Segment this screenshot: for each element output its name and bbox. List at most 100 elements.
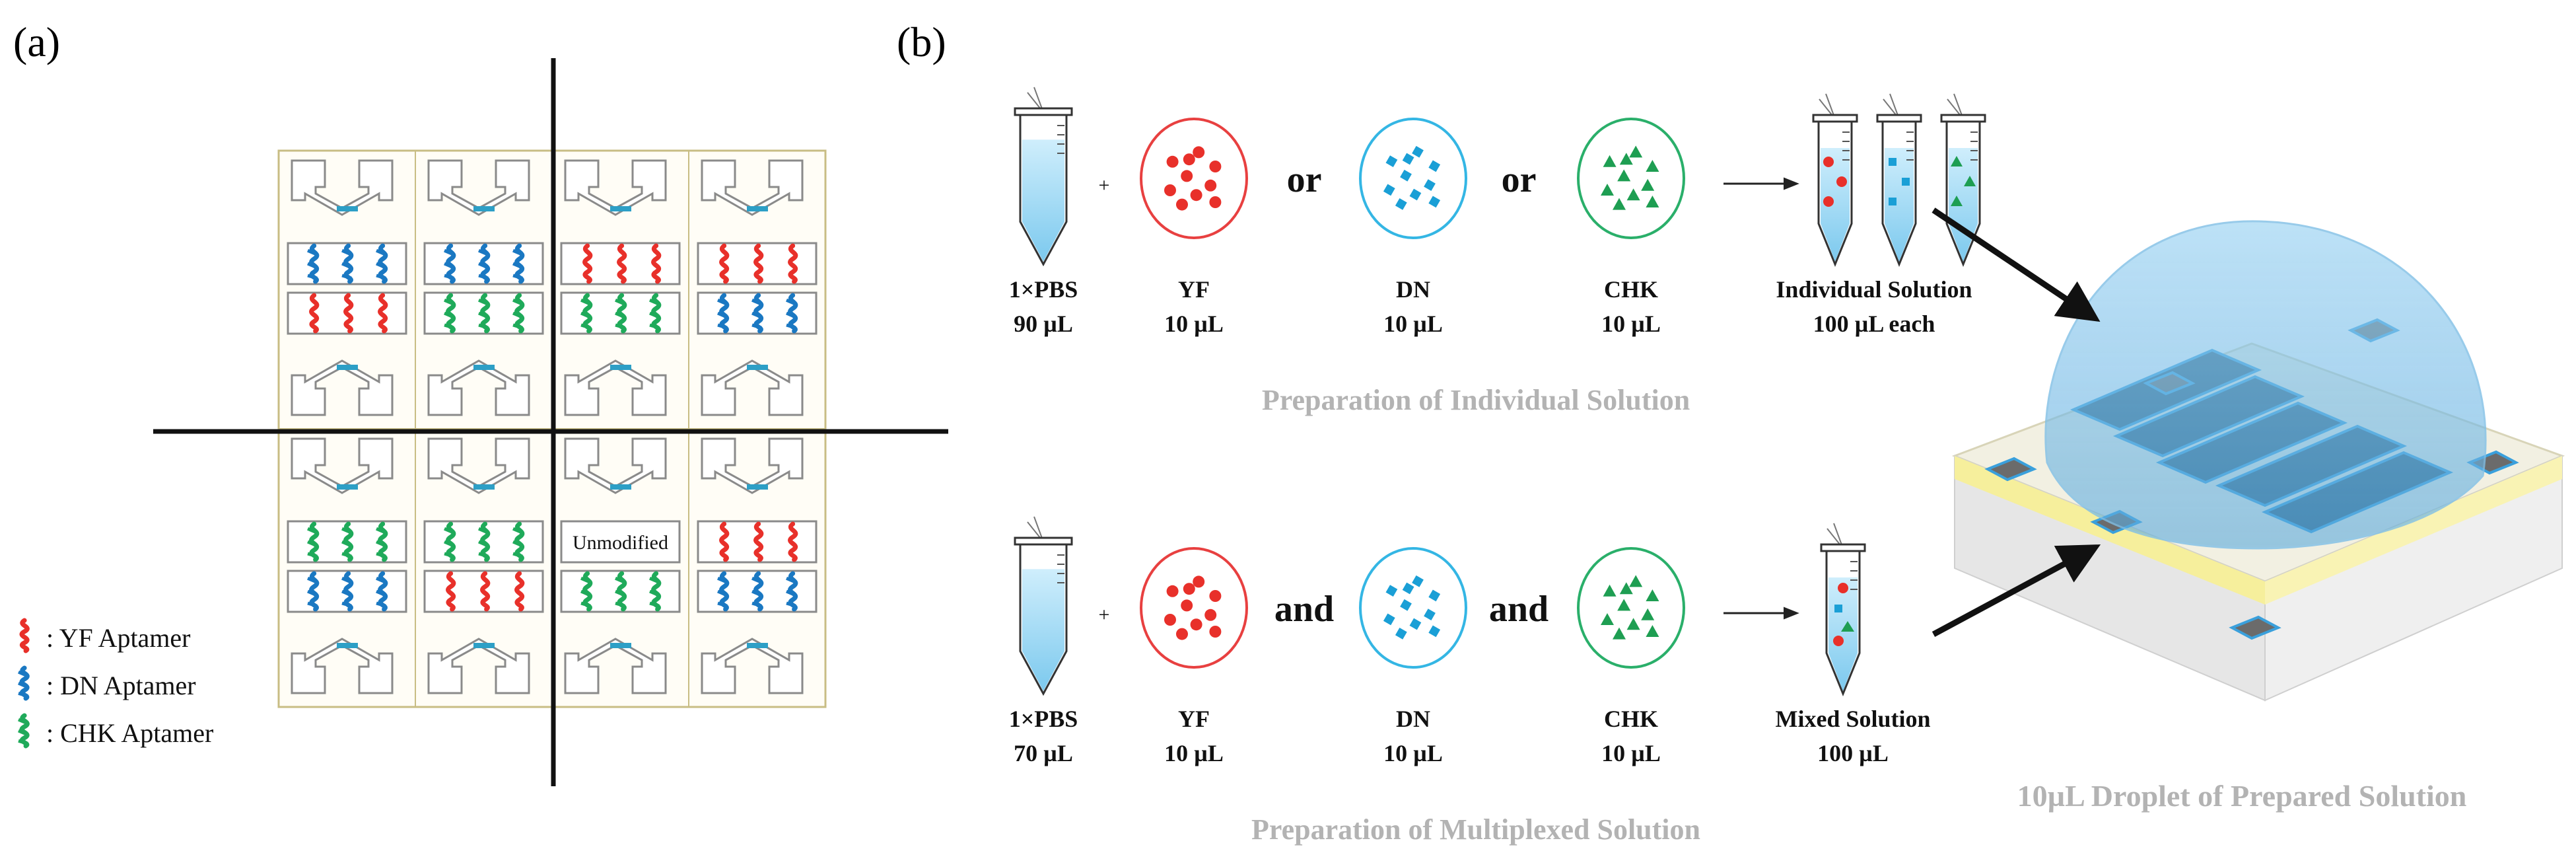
chk-aptamer-icon-strand: [512, 527, 523, 558]
electrode-top: [701, 437, 804, 494]
dn-aptamer-icon-strand: [717, 576, 728, 608]
chk-aptamer-icon-strand: [580, 576, 591, 608]
yf-aptamer-icon: [480, 571, 491, 612]
dn-volume: 10 µL: [1383, 740, 1443, 766]
chip-cell: [688, 428, 826, 708]
chk-volume: 10 µL: [1601, 740, 1661, 766]
electrode-top: [291, 159, 394, 216]
chk-particle: [1617, 599, 1631, 611]
yf-particle: [1823, 196, 1834, 207]
pbs-label: 1×PBS: [1009, 706, 1078, 732]
chk-particle: [1641, 608, 1655, 620]
arrow-individual-to-device: [1932, 207, 2101, 322]
electrode-bottom-channel: [610, 643, 631, 648]
yf-particle: [1833, 636, 1844, 646]
result-tube-rim: [1876, 114, 1922, 123]
dn-aptamer-icon-strand: [786, 576, 796, 608]
electrode-bottom: [701, 638, 804, 694]
chk-sample-circle: [1577, 118, 1685, 239]
chk-particle: [1646, 589, 1659, 601]
yf-particle: [1190, 618, 1202, 631]
dn-particle: [1834, 605, 1842, 612]
legend-label: : CHK Aptamer: [46, 718, 213, 748]
dn-sample-circle: [1359, 118, 1467, 239]
result-tube-liquid: [1821, 148, 1850, 262]
chk-aptamer-icon-strand: [18, 718, 28, 745]
aptamer-legend: : YF Aptamer : DN Aptamer : CHK Aptamer: [18, 618, 213, 749]
chk-aptamer-icon-strand: [512, 298, 523, 330]
chk-particle: [1613, 627, 1626, 640]
yf-particle: [1176, 198, 1188, 211]
electrode-top: [427, 159, 530, 216]
dn-aptamer-icon-strand: [376, 248, 386, 280]
yf-particle: [1204, 179, 1217, 192]
yf-particle: [1209, 626, 1222, 638]
pbs-tube-rim: [1014, 536, 1073, 546]
electrode-top-channel: [610, 206, 631, 211]
chk-sample-circle: [1577, 547, 1685, 669]
dn-aptamer-icon-strand: [444, 248, 454, 280]
electrode-top-channel: [747, 484, 768, 490]
chk-particle: [1603, 584, 1617, 597]
dn-aptamer-icon-strand: [512, 248, 523, 280]
chk-particle: [1626, 188, 1640, 201]
yf-particle: [1181, 599, 1193, 612]
dn-particle: [1889, 198, 1897, 205]
dn-particle: [1412, 145, 1424, 158]
legend-label: : YF Aptamer: [46, 623, 191, 653]
dn-aptamer-icon-strand: [786, 298, 796, 330]
chk-aptamer-icon-strand: [580, 298, 591, 330]
yf-particle: [1204, 609, 1217, 621]
electrode-bottom-channel: [337, 643, 358, 648]
chk-aptamer-icon-strand: [478, 298, 489, 330]
yf-aptamer-icon: [719, 243, 730, 284]
chk-particle: [1629, 575, 1643, 587]
dn-particle: [1383, 184, 1395, 196]
electrode-bottom: [427, 638, 530, 694]
chk-particle: [1951, 156, 1963, 166]
result-tube-liquid: [1885, 148, 1914, 262]
yf-aptamer-icon: [514, 571, 525, 612]
dn-aptamer-icon-strand: [751, 298, 762, 330]
plus-sign: +: [1099, 174, 1110, 196]
yf-particle: [1209, 161, 1222, 172]
dn-particle: [1428, 160, 1441, 172]
yf-particle: [1190, 189, 1202, 202]
yf-aptamer-icon: [788, 521, 798, 562]
electrode-bottom-channel: [747, 365, 768, 370]
dn-particle: [1424, 609, 1436, 620]
plus-sign: +: [1099, 604, 1110, 626]
dn-particle: [1902, 178, 1910, 186]
chk-aptamer-icon-strand: [649, 298, 660, 330]
solution-droplet: [2044, 220, 2487, 550]
dn-aptamer-icon-strand: [341, 576, 352, 608]
dn-particle: [1412, 575, 1424, 587]
yf-aptamer-icon: [651, 243, 662, 284]
panel-b-label: (b): [897, 18, 946, 65]
yf-particle: [1166, 585, 1179, 597]
dn-particle: [1428, 625, 1441, 638]
yf-particle: [1209, 196, 1222, 208]
pbs-volume: 90 µL: [1014, 311, 1073, 337]
result-tube-liquid: [1828, 577, 1858, 691]
dn-aptamer-icon-strand: [307, 576, 318, 608]
electrode-bottom-channel: [747, 643, 768, 648]
electrode-bottom: [564, 638, 667, 694]
chk-aptamer-icon-strand: [444, 298, 454, 330]
electrode-top-channel: [747, 206, 768, 211]
electrode-top-channel: [473, 206, 495, 211]
yf-sample-circle: [1140, 118, 1248, 239]
yf-aptamer-icon: [19, 618, 30, 653]
contact-pad: [1984, 457, 2037, 482]
dn-particle: [1385, 155, 1398, 167]
chk-particle: [1841, 621, 1854, 632]
yf-aptamer-icon: [446, 571, 456, 612]
chk-label: CHK: [1604, 276, 1658, 303]
sensor-device-illustration: [1951, 220, 2565, 702]
legend-label: : DN Aptamer: [46, 671, 196, 700]
chk-particle: [1619, 153, 1633, 165]
result-label: Mixed Solution: [1775, 706, 1930, 732]
yf-sample-circle: [1140, 547, 1248, 669]
